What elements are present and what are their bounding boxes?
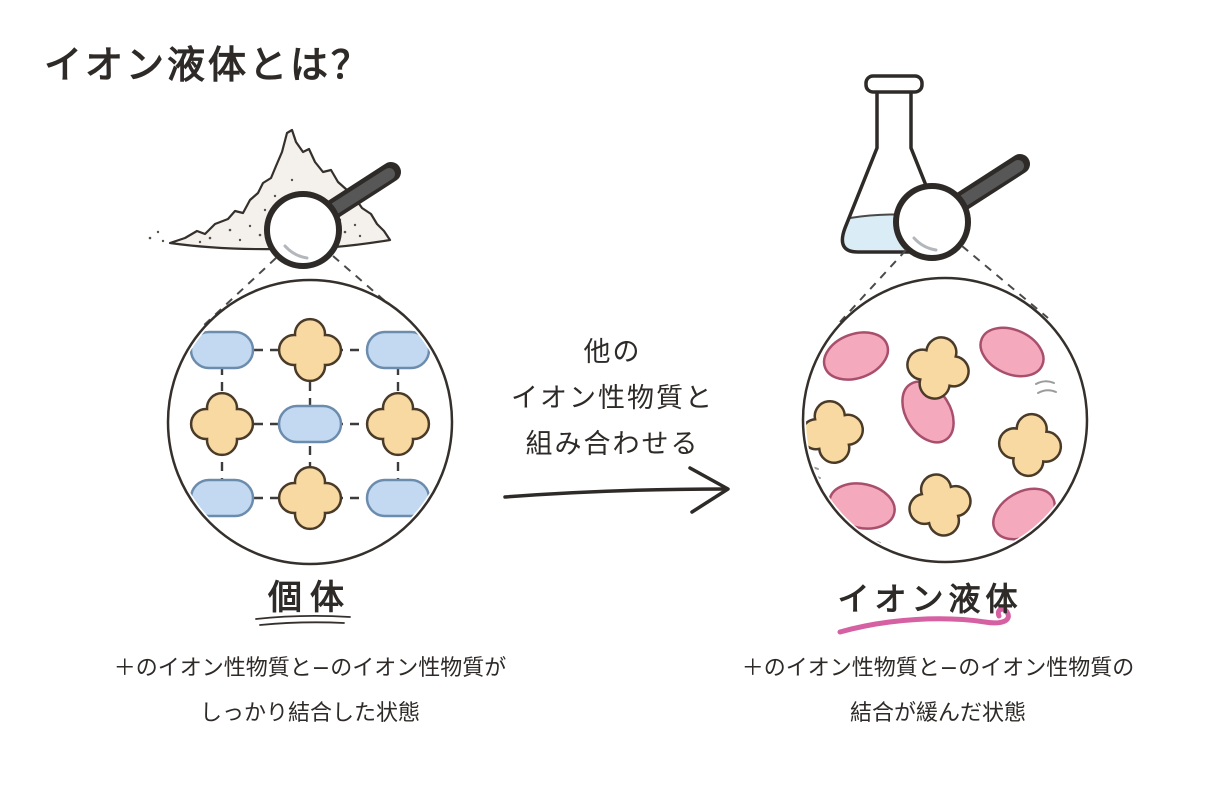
anion-solid-icon: [277, 404, 343, 444]
transition-text-line1: 他の: [583, 337, 642, 368]
transition-text-line2: イオン性物質と: [511, 383, 714, 414]
anion-solid-icon: [365, 330, 431, 370]
ionic-liquid-caption-line2: 結合が緩んだ状態: [849, 701, 1026, 726]
solid-label: 個体: [268, 578, 352, 618]
ionic-liquid-caption-line1: ＋のイオン性物質と−のイオン性物質の: [741, 656, 1135, 681]
magnifier-icon: [896, 164, 1020, 258]
solid-caption-line1: ＋のイオン性物質と−のイオン性物質が: [113, 656, 507, 681]
transition-text-line3: 組み合わせる: [525, 429, 700, 460]
arrow-right-icon: [503, 466, 730, 514]
ionic-liquid-underline-swoosh: [837, 606, 1011, 635]
ionic-liquid-content: [806, 317, 1066, 554]
page-title: イオン液体とは？: [44, 43, 373, 87]
solid-caption: ＋のイオン性物質と−のイオン性物質が しっかり結合した状態: [50, 650, 570, 727]
ionic-liquid-label: イオン液体: [837, 580, 1023, 618]
solid-caption-line2: しっかり結合した状態: [199, 701, 420, 726]
solid-label-underline: [255, 614, 351, 626]
ionic-liquid-caption: ＋のイオン性物質と−のイオン性物質の 結合が緩んだ状態: [678, 650, 1198, 727]
solid-lattice-content: [189, 317, 431, 531]
zoom-dashed-lines: [839, 245, 1049, 323]
anion-solid-icon: [189, 330, 255, 370]
